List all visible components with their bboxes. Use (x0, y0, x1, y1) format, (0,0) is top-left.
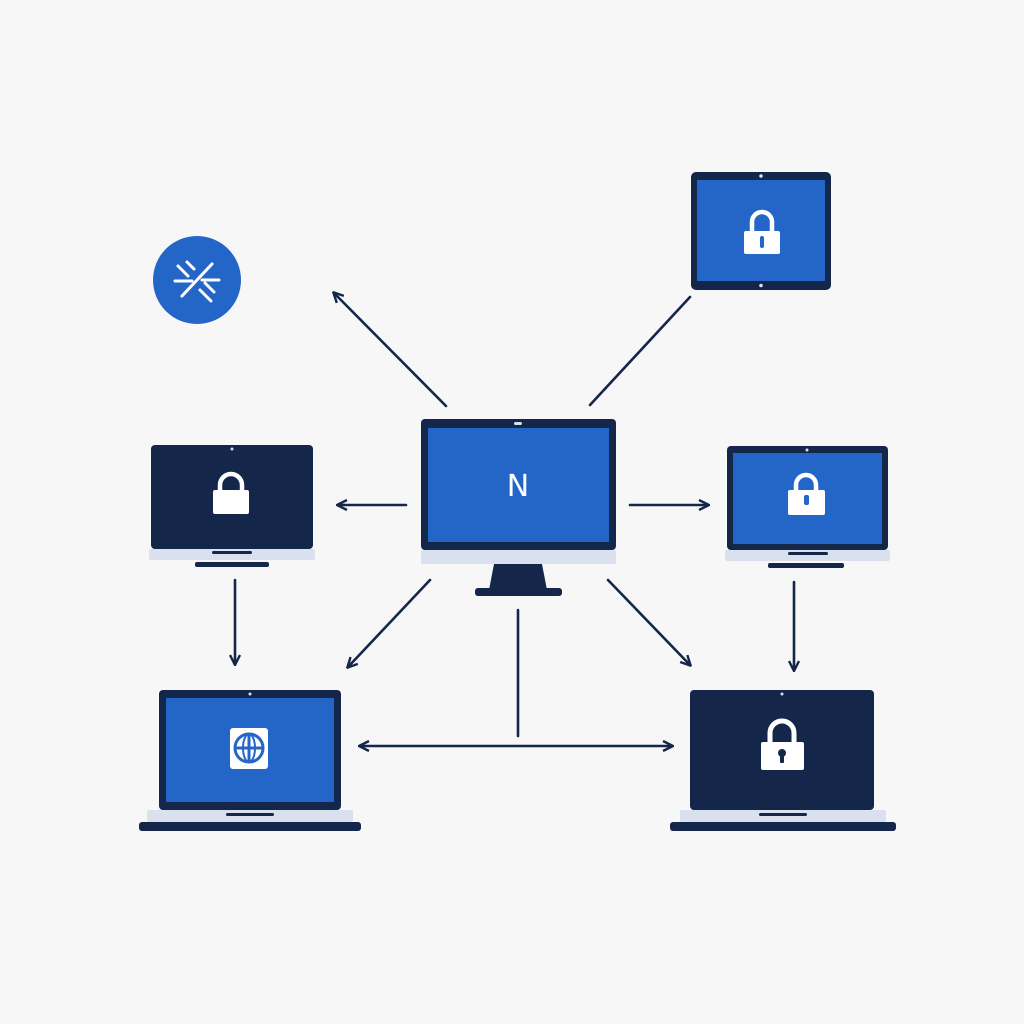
laptop-bottom-left-camera (248, 692, 252, 696)
hub-monitor-chin (421, 550, 616, 564)
lock-icon (213, 471, 249, 514)
hub-label: N (507, 469, 529, 504)
disconnected-link-icon (173, 260, 221, 303)
hub-monitor-neck (489, 564, 547, 590)
connector-hub-laptop-bottom-left (348, 578, 432, 667)
tablet-screen (697, 180, 825, 281)
laptop-bottom-left-foot (139, 822, 361, 831)
hub-monitor-base (475, 588, 562, 596)
laptop-left-foot (195, 562, 269, 567)
laptop-left-base (149, 549, 315, 560)
tablet-camera (759, 174, 763, 178)
lock-icon (761, 718, 804, 770)
laptop-left-camera (230, 447, 234, 451)
laptop-bottom-right-camera (780, 692, 784, 696)
laptop-right-notch (788, 552, 828, 555)
laptop-bottom-right (670, 690, 896, 831)
laptop-right-camera (805, 448, 809, 452)
connector-hub-upper-left (334, 293, 448, 408)
laptop-right (725, 446, 890, 568)
connector-hub-tablet (588, 295, 692, 407)
hub-monitor-screen (428, 428, 609, 542)
lock-icon (744, 209, 780, 254)
laptop-left (149, 445, 315, 567)
hub-monitor-camera (514, 422, 522, 425)
hub-monitor: N (421, 419, 616, 596)
disconnected-link-badge (153, 236, 241, 324)
connector-hub-laptop-bottom-right (606, 578, 690, 665)
tablet-top-right (691, 172, 831, 290)
laptop-left-notch (212, 551, 252, 554)
laptop-bottom-right-notch (759, 813, 807, 816)
laptop-right-base (725, 550, 890, 561)
lock-icon (788, 472, 825, 515)
tablet-home-dot (759, 283, 763, 288)
laptop-bottom-left-notch (226, 813, 274, 816)
laptop-bottom-left (139, 690, 361, 831)
laptop-bottom-right-foot (670, 822, 896, 831)
globe-app-icon (230, 728, 268, 769)
connections (235, 293, 794, 746)
laptop-right-foot (768, 563, 844, 568)
